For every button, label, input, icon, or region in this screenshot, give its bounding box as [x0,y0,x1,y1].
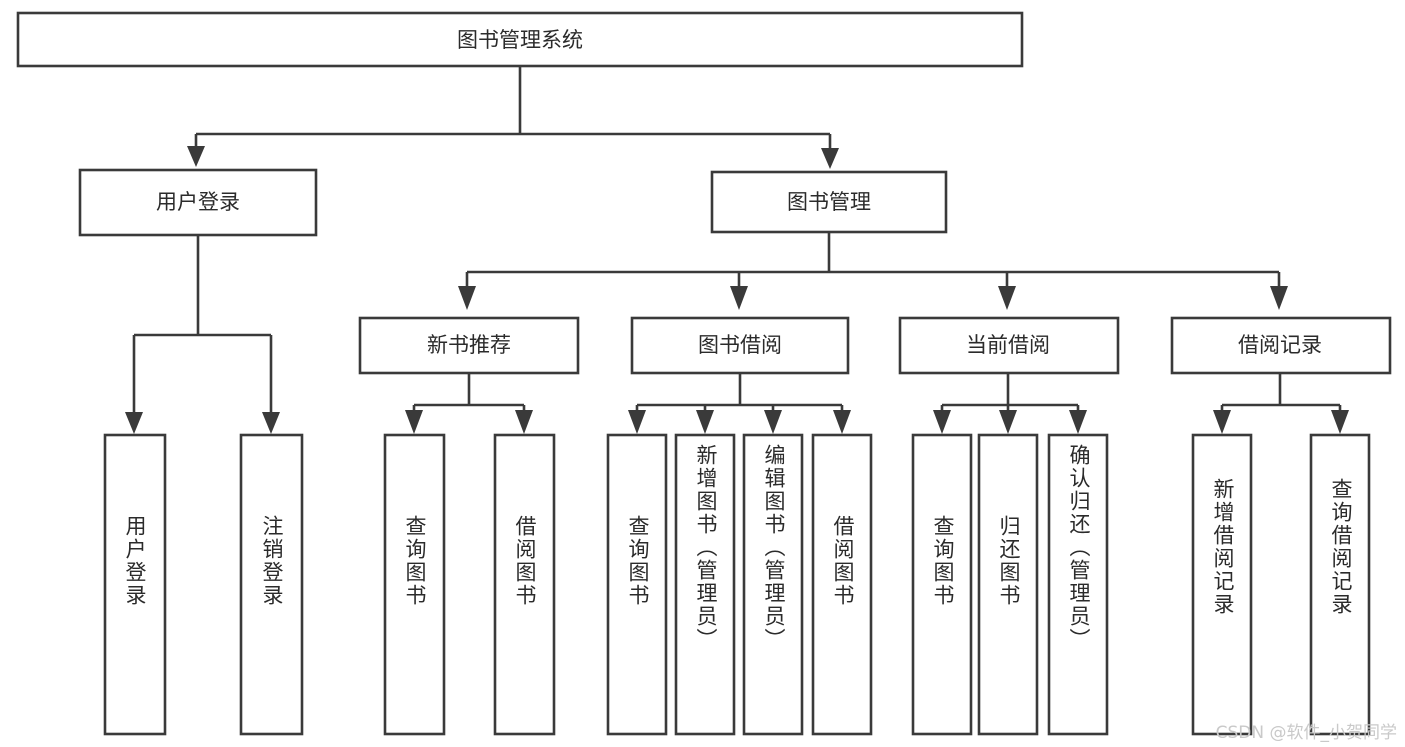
arrow-head-bookborrow-leaf-4 [833,410,851,434]
leaf-node[interactable]: 查询图书 [606,433,668,736]
leaf-bookborrow-borrow-box[interactable] [811,433,873,736]
node-borrow-record-box[interactable] [1170,316,1392,375]
node-root-box[interactable] [16,11,1024,68]
leaf-bookborrow-edit-box[interactable] [742,433,804,736]
arrow-head-user-login [187,146,205,167]
node-book-manage-label: 图书管理 [787,190,871,214]
node-book-borrow-label: 图书借阅 [698,333,782,357]
arrow-head-bookborrow-leaf-3 [764,410,782,434]
arrow-head-currentborrow-leaf-3 [1069,410,1087,434]
node-new-book-recommend-box[interactable] [358,316,580,375]
leaf-logout-box[interactable] [239,433,304,736]
leaf-bookborrow-add-box[interactable] [674,433,736,736]
leaf-node[interactable]: 注销登录 [239,433,304,736]
arrow-head-borrowrecord-leaf-1 [1213,410,1231,434]
node-book-manage-box[interactable] [710,170,948,234]
leaf-currentborrow-return-label: 归还图书 [997,515,1021,607]
arrow-head-new-book [458,286,476,310]
leaf-node[interactable]: 编辑图书（管理员） [742,433,804,736]
leaf-borrowrecord-query-label: 查询借阅记录 [1329,478,1353,616]
node-current-borrow-box[interactable] [898,316,1120,375]
leaf-newbook-query-label: 查询图书 [403,515,427,607]
node-user-login-label: 用户登录 [156,190,240,214]
leaf-bookborrow-query-box[interactable] [606,433,668,736]
arrow-head-leaf-logout [262,412,280,434]
node-current-borrow-label: 当前借阅 [966,333,1050,357]
arrow-head-newbook-leaf-1 [405,410,423,434]
node-root[interactable]: 图书管理系统 [16,11,1024,68]
arrow-head-newbook-leaf-2 [515,410,533,434]
leaf-borrowrecord-query-box[interactable] [1309,433,1371,736]
node-borrow-record[interactable]: 借阅记录 [1170,316,1392,375]
node-book-borrow-box[interactable] [630,316,850,375]
node-user-login-box[interactable] [78,168,318,237]
leaf-node[interactable]: 确认归还（管理员） [1047,433,1109,736]
leaf-node[interactable]: 借阅图书 [493,433,556,736]
leaf-node[interactable]: 新增借阅记录 [1191,433,1253,736]
leaf-newbook-borrow-box[interactable] [493,433,556,736]
arrow-head-currentborrow-leaf-1 [933,410,951,434]
connector-layer [125,66,1349,434]
leaf-bookborrow-add-label: 新增图书（管理员） [694,444,718,651]
arrow-head-leaf-user-login [125,412,143,434]
leaf-node[interactable]: 查询图书 [383,433,446,736]
leaf-currentborrow-return-box[interactable] [977,433,1039,736]
leaf-user-login-label: 用户登录 [123,515,147,607]
leaf-node[interactable]: 用户登录 [103,433,167,736]
node-new-book-recommend[interactable]: 新书推荐 [358,316,580,375]
arrow-head-current-borrow [998,286,1016,310]
arrow-head-bookborrow-leaf-1 [628,410,646,434]
leaf-node[interactable]: 新增图书（管理员） [674,433,736,736]
leaf-bookborrow-query-label: 查询图书 [626,515,650,607]
leaf-newbook-borrow-label: 借阅图书 [513,515,537,607]
node-root-label: 图书管理系统 [457,28,583,52]
leaf-node[interactable]: 归还图书 [977,433,1039,736]
arrow-head-book-borrow [730,286,748,310]
leaf-borrowrecord-add-box[interactable] [1191,433,1253,736]
leaf-node[interactable]: 借阅图书 [811,433,873,736]
node-new-book-recommend-label: 新书推荐 [427,333,511,357]
arrow-head-book-manage [821,148,839,169]
arrow-head-borrow-record [1270,286,1288,310]
node-book-manage[interactable]: 图书管理 [710,170,948,234]
node-user-login[interactable]: 用户登录 [78,168,318,237]
csdn-watermark: CSDN @软件_小贺同学 [1215,723,1397,743]
arrow-head-bookborrow-leaf-2 [696,410,714,434]
leaf-currentborrow-query-box[interactable] [911,433,973,736]
leaf-borrowrecord-add-label: 新增借阅记录 [1211,478,1235,616]
node-borrow-record-label: 借阅记录 [1238,333,1322,357]
arrow-head-currentborrow-leaf-2 [999,410,1017,434]
leaf-logout-label: 注销登录 [260,515,284,607]
leaf-currentborrow-confirm-label: 确认归还（管理员） [1067,444,1091,651]
node-current-borrow[interactable]: 当前借阅 [898,316,1120,375]
leaf-node[interactable]: 查询借阅记录 [1309,433,1371,736]
leaf-currentborrow-confirm-box[interactable] [1047,433,1109,736]
leaf-newbook-query-box[interactable] [383,433,446,736]
leaf-user-login-box[interactable] [103,433,167,736]
leaf-currentborrow-query-label: 查询图书 [931,515,955,607]
leaf-bookborrow-borrow-label: 借阅图书 [831,515,855,607]
node-book-borrow[interactable]: 图书借阅 [630,316,850,375]
leaf-bookborrow-edit-label: 编辑图书（管理员） [762,444,786,651]
leaf-node[interactable]: 查询图书 [911,433,973,736]
arrow-head-borrowrecord-leaf-2 [1331,410,1349,434]
